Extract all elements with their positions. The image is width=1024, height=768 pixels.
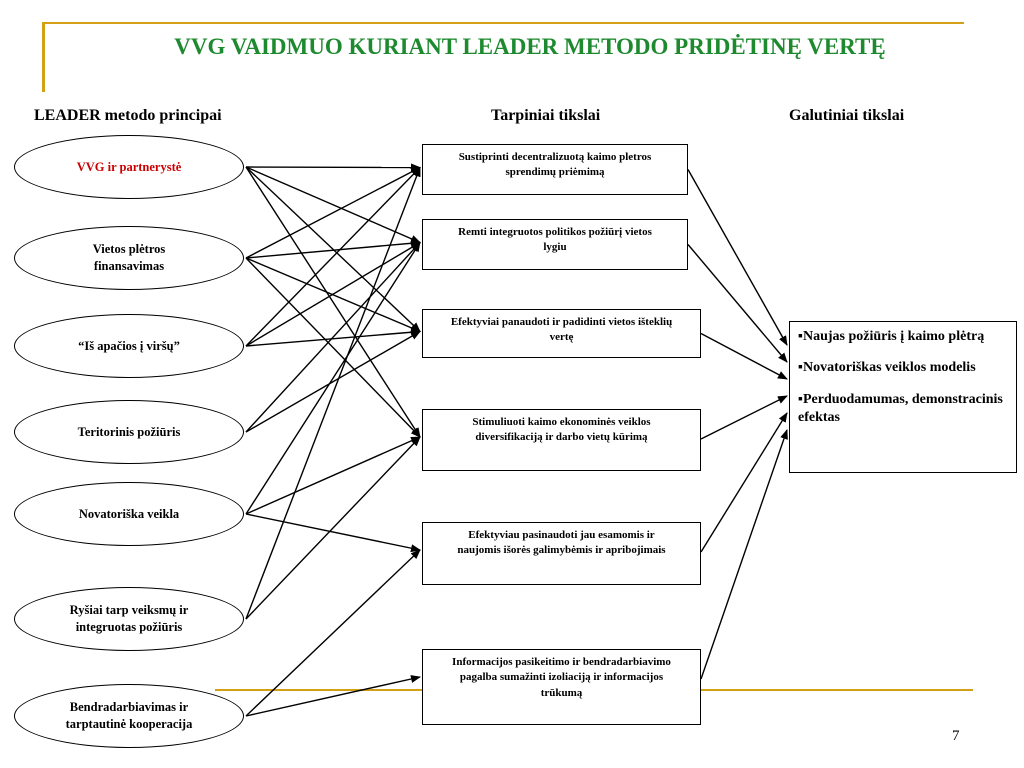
page-number: 7: [952, 728, 960, 744]
goal-to-final-arrow: [700, 395, 788, 440]
final-goal-label: Naujas požiūris į kaimo plėtrą: [802, 329, 985, 344]
principle-ellipse: Teritorinis požiūris: [14, 400, 244, 464]
final-goal-label: Perduodamumas, demonstracinis efektas: [798, 391, 1003, 426]
bullet-icon: ▪: [798, 329, 803, 344]
bullet-icon: ▪: [798, 360, 803, 376]
goal-to-final-arrow: [700, 412, 788, 553]
principle-to-goal-arrow: [245, 166, 421, 244]
principle-to-goal-arrow: [245, 166, 421, 620]
principle-to-goal-arrow: [245, 241, 421, 515]
principle-to-goal-arrow: [245, 436, 421, 515]
goal-to-final-arrow: [700, 429, 788, 680]
principle-label: Teritorinis požiūris: [77, 424, 181, 439]
principle-to-goal-arrow: [245, 241, 421, 347]
goal-to-final-arrow: [687, 244, 788, 363]
principle-ellipse: Vietos plėtros finansavimas: [14, 226, 244, 290]
final-goal-label: Novatoriškas veiklos modelis: [802, 360, 976, 376]
intermediate-goal-box: Remti integruotos politikos požiūrį viet…: [422, 219, 688, 270]
principle-label: Ryšiai tarp veiksmų ir integruotas požiū…: [69, 603, 189, 634]
final-goals-box: ▪Naujas požiūris į kaimo plėtrą ▪Novator…: [789, 321, 1017, 473]
column-header-principles: LEADER metodo principai: [34, 107, 222, 124]
final-goal-item: ▪Naujas požiūris į kaimo plėtrą: [798, 328, 1008, 346]
title-accent-horizontal: [42, 22, 964, 24]
principle-to-goal-arrow: [245, 163, 421, 172]
intermediate-goal-box: Sustiprinti decentralizuotą kaimo pletro…: [422, 144, 688, 195]
intermediate-goal-box: Informacijos pasikeitimo ir bendradarbia…: [422, 649, 701, 725]
principle-label: Novatoriška veikla: [78, 506, 180, 521]
principle-to-goal-arrow: [245, 239, 421, 259]
principle-to-goal-arrow: [245, 513, 421, 553]
principle-ellipse: Bendradarbiavimas ir tarptautinė koopera…: [14, 684, 244, 748]
goal-to-final-arrow: [687, 169, 788, 346]
final-goal-item: ▪Perduodamumas, demonstracinis efektas: [798, 391, 1008, 428]
principle-to-goal-arrow: [245, 257, 421, 438]
principle-to-goal-arrow: [245, 241, 421, 433]
column-header-intermediate: Tarpiniai tikslai: [491, 107, 601, 124]
principle-label: Vietos plėtros finansavimas: [92, 242, 166, 273]
title-accent-vertical: [42, 22, 45, 92]
principle-to-goal-arrow: [245, 436, 421, 620]
column-header-final: Galutiniai tikslai: [789, 107, 905, 124]
principle-to-goal-arrow: [245, 330, 421, 433]
principle-label: Bendradarbiavimas ir tarptautinė koopera…: [65, 700, 193, 731]
principle-ellipse: VVG ir partnerystė: [14, 135, 244, 199]
principle-to-goal-arrow: [245, 549, 421, 717]
principle-ellipse: Novatoriška veikla: [14, 482, 244, 546]
principle-to-goal-arrow: [245, 166, 421, 438]
goal-to-final-arrow: [700, 332, 788, 380]
principle-to-goal-arrow: [245, 166, 421, 347]
principle-to-goal-arrow: [245, 166, 421, 259]
intermediate-goal-box: Stimuliuoti kaimo ekonominės veiklos div…: [422, 409, 701, 471]
principle-to-goal-arrow: [245, 675, 421, 717]
intermediate-goal-box: Efektyviau pasinaudoti jau esamomis ir n…: [422, 522, 701, 585]
page-title: VVG VAIDMUO KURIANT LEADER METODO PRIDĖT…: [174, 34, 886, 59]
bullet-icon: ▪: [798, 391, 803, 407]
principle-label: “Iš apačios į viršų”: [78, 338, 180, 353]
final-goal-item: ▪Novatoriškas veiklos modelis: [798, 359, 1008, 377]
intermediate-goal-box: Efektyviai panaudoti ir padidinti vietos…: [422, 309, 701, 358]
principle-label: VVG ir partnerystė: [76, 159, 182, 174]
principle-ellipse: Ryšiai tarp veiksmų ir integruotas požiū…: [14, 587, 244, 651]
principle-to-goal-arrow: [245, 166, 421, 333]
principle-ellipse: “Iš apačios į viršų”: [14, 314, 244, 378]
principle-to-goal-arrow: [245, 328, 421, 347]
